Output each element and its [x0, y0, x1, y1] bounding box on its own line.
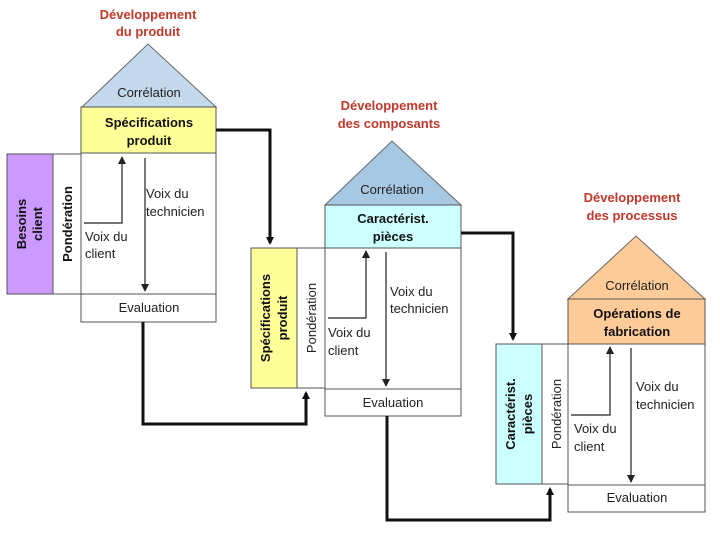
- header-box: [324, 204, 462, 249]
- left-input-line2: client: [30, 206, 45, 241]
- evaluation-row: [324, 388, 462, 417]
- client-voice-line2: client: [574, 439, 605, 454]
- roof-label: Corrélation: [605, 278, 669, 293]
- evaluation-label: Evaluation: [363, 395, 424, 410]
- client-voice-line1: Voix du: [85, 229, 128, 244]
- section-title-line1: Développement: [100, 7, 197, 22]
- evaluation-row: [567, 484, 706, 513]
- header-box: [567, 298, 706, 345]
- evaluation-row: [80, 293, 217, 323]
- left-input-box: [495, 343, 543, 485]
- weight-label: Pondération: [304, 283, 319, 353]
- tech-voice-line2: technicien: [146, 204, 205, 219]
- left-input-line2: pièces: [520, 394, 535, 434]
- header-line1: Opérations de: [593, 306, 680, 321]
- tech-voice-line1: Voix du: [146, 186, 189, 201]
- header-line2: fabrication: [604, 324, 671, 339]
- section-title-line2: du produit: [116, 24, 181, 39]
- tech-voice-line2: technicien: [390, 301, 449, 316]
- client-voice-arrow: [84, 156, 126, 224]
- weight-column: [52, 153, 82, 295]
- header-line2: pièces: [373, 229, 413, 244]
- left-input-line2: produit: [275, 295, 290, 340]
- house-produit: Développement du produit Corrélation Spé…: [6, 7, 218, 323]
- weight-label: Pondération: [60, 186, 75, 262]
- flow-arrow-header-to-input: [461, 231, 517, 341]
- client-voice-arrow: [571, 346, 614, 416]
- section-title-line2: des processus: [586, 208, 677, 223]
- client-voice-arrow: [328, 250, 370, 319]
- roof-label: Corrélation: [117, 85, 181, 100]
- left-input-box: [250, 247, 298, 389]
- flow-arrow-header-to-input: [216, 128, 274, 245]
- tech-voice-line2: technicien: [636, 397, 695, 412]
- tech-voice-line1: Voix du: [636, 379, 679, 394]
- flow-arrow-evaluation-to-weight: [141, 322, 310, 426]
- client-voice-line1: Voix du: [328, 325, 371, 340]
- weight-label: Pondération: [549, 379, 564, 449]
- left-input-line1: Besoins: [14, 199, 29, 250]
- tech-voice-line1: Voix du: [390, 284, 433, 299]
- house-processus: Développement des processus Corrélation …: [495, 190, 707, 513]
- left-input-box: [6, 153, 54, 295]
- header-line1: Caractérist.: [357, 211, 429, 226]
- flow-arrow-evaluation-to-weight: [385, 416, 554, 522]
- house-composants: Développement des composants Corrélation…: [250, 98, 463, 417]
- header-line1: Spécifications: [105, 115, 193, 130]
- section-title-line2: des composants: [338, 116, 441, 131]
- header-line2: produit: [127, 133, 172, 148]
- section-title-line1: Développement: [584, 190, 681, 205]
- client-voice-line1: Voix du: [574, 421, 617, 436]
- weight-column: [541, 343, 569, 485]
- header-box: [80, 106, 217, 154]
- section-title-line1: Développement: [341, 98, 438, 113]
- roof-label: Corrélation: [360, 182, 424, 197]
- evaluation-label: Evaluation: [119, 300, 180, 315]
- left-input-line1: Caractérist.: [503, 378, 518, 450]
- left-input-line1: Spécifications: [258, 274, 273, 362]
- client-voice-line2: client: [328, 343, 359, 358]
- weight-column: [296, 247, 326, 389]
- client-voice-line2: client: [85, 246, 116, 261]
- evaluation-label: Evaluation: [607, 490, 668, 505]
